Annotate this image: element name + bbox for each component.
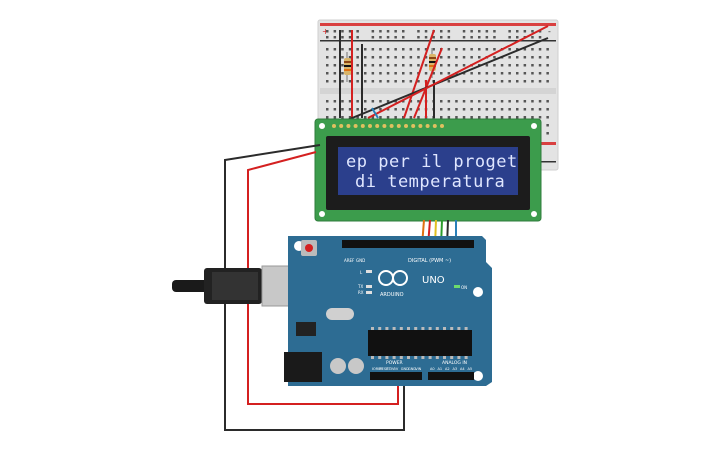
chip-pins	[371, 327, 468, 359]
lcd-module[interactable]: ep per il proget di temperatura	[314, 118, 542, 222]
lcd-line-1: ep per il proget	[346, 152, 518, 172]
analog-pin-label: A2	[445, 367, 450, 371]
analog-label: ANALOG IN	[442, 360, 467, 366]
lcd-line-2: di temperatura	[355, 172, 505, 192]
power-pin-label: IOREF	[372, 367, 382, 371]
power-label: POWER	[386, 360, 403, 366]
analog-pin-label: A0	[430, 367, 435, 371]
lcd-header-pins	[332, 124, 444, 128]
power-pin-label: 3.3V	[386, 367, 395, 371]
gnd-label: GND	[356, 258, 365, 263]
arduino-logo: ARDUINO	[378, 270, 408, 298]
analog-pin-label: A3	[453, 367, 458, 371]
regulator	[296, 322, 316, 336]
analog-pin-label: A1	[438, 367, 443, 371]
led-tx	[366, 285, 372, 288]
tx-label: TX	[357, 284, 363, 289]
l-label: L	[360, 270, 363, 275]
digital-label: DIGITAL (PWM ~)	[408, 258, 451, 264]
breadboard-wires[interactable]	[329, 25, 549, 128]
breadboard-plus-label: +	[322, 27, 329, 36]
capacitor-2	[348, 358, 364, 374]
power-pin-label: GND	[401, 367, 409, 371]
analog-header[interactable]	[428, 372, 474, 380]
led-on	[454, 285, 460, 288]
power-pin-label: 5V	[394, 367, 399, 371]
arduino-uno-board[interactable]: DIGITAL (PWM ~) AREF GND ARDUINO UNO ON …	[284, 236, 492, 386]
on-label: ON	[461, 285, 467, 290]
analog-pin-label: A4	[460, 367, 465, 371]
analog-pin-label: A5	[468, 367, 473, 371]
crystal	[326, 308, 354, 320]
power-header[interactable]	[370, 372, 422, 380]
resistor-1[interactable]	[344, 52, 351, 82]
breadboard-minus-label: -	[548, 27, 551, 36]
capacitor-1	[330, 358, 346, 374]
led-rx	[366, 291, 372, 294]
power-pin-label: RESET	[379, 367, 391, 371]
power-wires[interactable]	[224, 144, 405, 431]
aref-label: AREF	[344, 258, 355, 263]
power-jack[interactable]	[284, 352, 322, 382]
atmega-chip	[368, 330, 472, 356]
arduino-logo-text: ARDUINO	[380, 292, 404, 298]
led-l	[366, 270, 372, 273]
power-pin-label: GND	[408, 367, 416, 371]
uno-label: UNO	[422, 275, 445, 286]
digital-header[interactable]	[342, 240, 474, 248]
rx-label: RX	[358, 290, 364, 295]
power-pin-label: VIN	[415, 367, 421, 371]
